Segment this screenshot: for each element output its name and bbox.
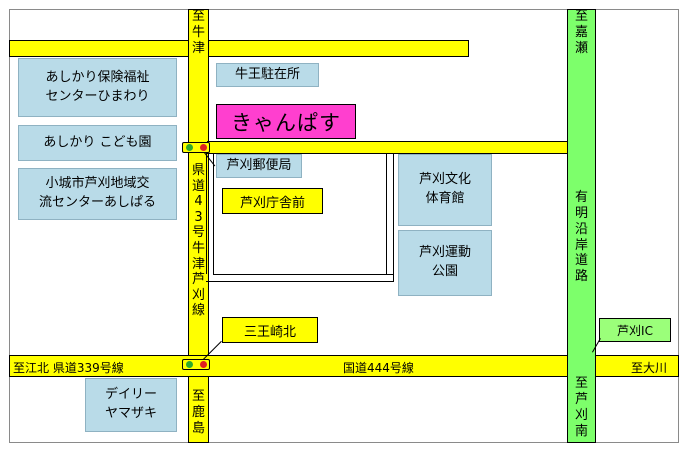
daily-yamazaki-store[interactable]: デイリー ヤマザキ (85, 378, 177, 432)
sports-park[interactable]: 芦刈運動 公園 (398, 230, 492, 296)
ariake-coastal-road-label: 有 明 沿 岸 道 路 (574, 190, 588, 285)
red-light-icon (200, 144, 207, 151)
ashikari-nursery[interactable]: あしかり こども園 (18, 125, 177, 161)
culture-gymnasium[interactable]: 芦刈文化 体育館 (398, 154, 492, 226)
local-street (393, 153, 394, 282)
campus-location[interactable]: きゃんぱす (216, 104, 356, 139)
ashikari-interchange[interactable]: 芦刈IC (599, 318, 671, 342)
ashikari-post-office[interactable]: 芦刈郵便局 (216, 154, 302, 178)
intersection-office-front[interactable]: 芦刈庁舎前 (222, 188, 323, 214)
local-street (206, 281, 393, 282)
green-light-icon (186, 144, 193, 151)
local-street (206, 153, 207, 274)
to-kohoku-route-339-label: 至江北 県道339号線 (13, 361, 124, 375)
traffic-signal-icon (182, 359, 210, 370)
top-east-road (207, 40, 469, 57)
to-kashima-label: 至 鹿 島 (191, 389, 205, 436)
green-light-icon (186, 361, 193, 368)
local-street (213, 153, 214, 274)
red-light-icon (200, 361, 207, 368)
ushio-police-box[interactable]: 牛王駐在所 (216, 63, 319, 87)
map-frame (9, 9, 679, 443)
local-street (386, 153, 387, 275)
to-ushizu-label: 至 牛 津 (191, 9, 205, 56)
to-kase-label: 至 嘉 瀬 (574, 9, 588, 56)
welfare-center-himawari[interactable]: あしかり保険福祉 センターひまわり (18, 58, 177, 117)
intersection-sannosaki-north[interactable]: 三王崎北 (222, 317, 318, 343)
prefectural-route-43-label: 県 道 4 3 号 牛 津 芦 刈 線 (191, 163, 205, 319)
top-west-road (9, 40, 191, 57)
national-route-444-road (9, 355, 679, 377)
ashiparu-exchange-center[interactable]: 小城市芦刈地域交 流センターあしぱる (18, 168, 177, 220)
prefectural-route-43-road (188, 9, 209, 443)
to-okawa-label: 至大川 (631, 361, 668, 375)
to-ashikari-minami-label: 至 芦 刈 南 (574, 376, 588, 439)
national-route-444-label: 国道444号線 (343, 361, 414, 375)
traffic-signal-icon (182, 142, 210, 153)
local-street (213, 274, 393, 275)
ariake-coastal-road (567, 9, 596, 443)
